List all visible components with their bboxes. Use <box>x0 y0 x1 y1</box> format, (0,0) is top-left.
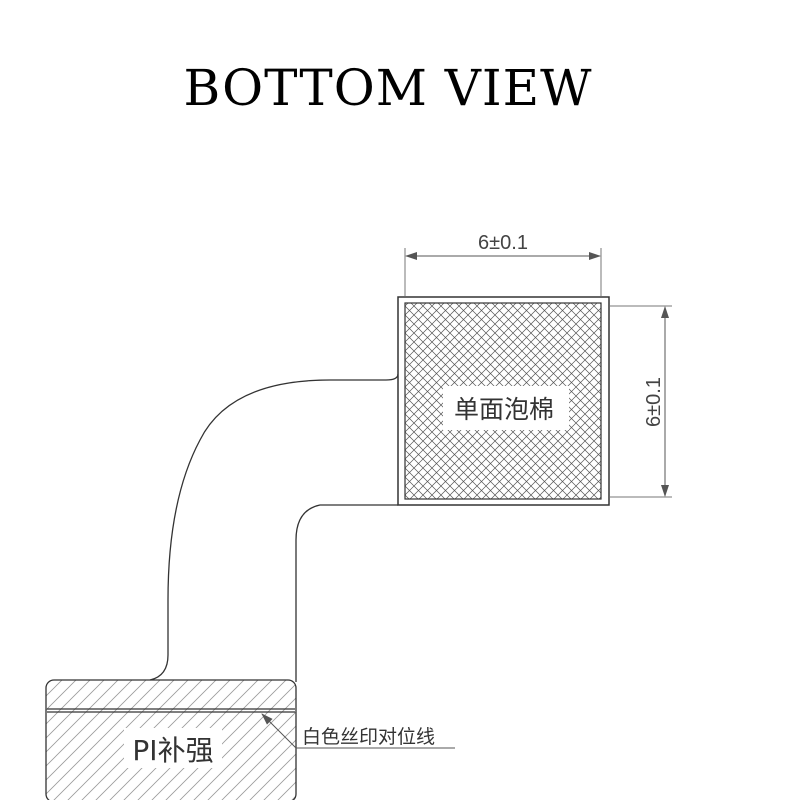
alignment-note-text: 白色丝印对位线 <box>302 726 435 748</box>
pi-label-bg <box>124 728 222 768</box>
foam-pad-label: 单面泡棉 <box>454 395 554 424</box>
alignment-leader-line <box>261 713 297 749</box>
alignment-note: 白色丝印对位线 <box>261 713 455 749</box>
pi-stiffener: PI补强 <box>45 679 297 800</box>
foam-height-dimension: 6±0.1 <box>610 305 672 498</box>
foam-pad-label-bg <box>443 386 569 430</box>
width-dimension-text: 6±0.1 <box>478 232 528 254</box>
height-dimension-text: 6±0.1 <box>643 377 665 427</box>
flex-cable-outline <box>149 373 399 682</box>
pi-stiffener-label: PI补强 <box>132 734 213 767</box>
foam-width-dimension: 6±0.1 <box>404 232 602 296</box>
foam-pad: 单面泡棉 <box>397 296 610 506</box>
view-title: BOTTOM VIEW <box>183 59 592 117</box>
